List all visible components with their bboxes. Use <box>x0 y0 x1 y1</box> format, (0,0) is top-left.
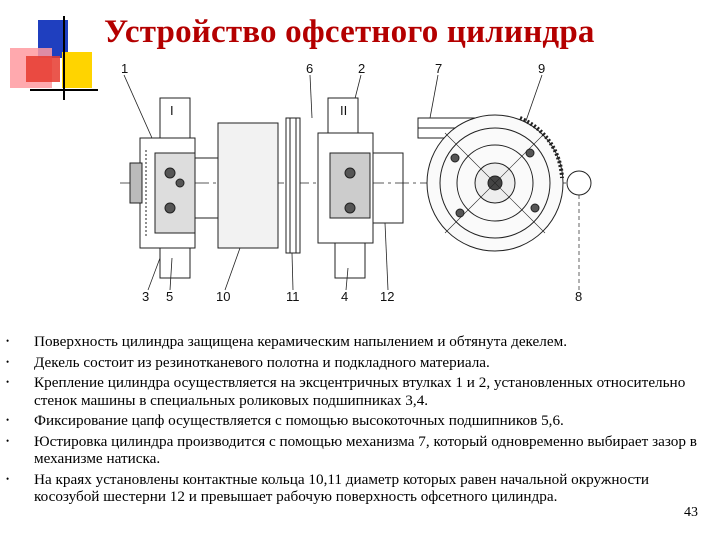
callout-11: 11 <box>286 289 300 304</box>
bullet-marker: • <box>6 377 10 387</box>
callout-2: 2 <box>358 61 366 76</box>
bullet-list: •Поверхность цилиндра защищена керамичес… <box>6 333 706 509</box>
callout-3: 3 <box>142 289 150 304</box>
label-roman-2: II <box>340 103 348 118</box>
callout-9: 9 <box>538 61 546 76</box>
callout-5: 5 <box>166 289 174 304</box>
logo-yellow-square <box>62 52 92 88</box>
bullet-marker: • <box>6 356 10 367</box>
bullet-marker: • <box>6 415 10 425</box>
page-number: 43 <box>684 505 698 520</box>
bullet-item: •На краях установлены контактные кольца … <box>6 470 650 506</box>
callout-12: 12 <box>380 289 395 304</box>
bullet-item: •Юстировка цилиндра производится с помощ… <box>6 432 697 468</box>
bullet-item: •Поверхность цилиндра защищена керамичес… <box>6 333 568 350</box>
logo-red-square <box>26 56 60 82</box>
label-roman-1: I <box>170 103 174 118</box>
slide-title: Устройство офсетного цилиндра <box>104 14 595 50</box>
bullet-item: •Крепление цилиндра осуществляется на эк… <box>6 374 686 409</box>
bullet-item: •Фиксирование цапф осуществляется с помо… <box>6 412 564 429</box>
corner-logo <box>10 16 98 100</box>
callout-1: 1 <box>121 61 129 76</box>
offset-cylinder-drawing <box>120 74 592 291</box>
callout-10: 10 <box>216 289 231 304</box>
callout-8: 8 <box>575 289 583 304</box>
bullet-marker: • <box>6 435 10 446</box>
callout-6: 6 <box>306 61 314 76</box>
callout-7: 7 <box>435 61 443 76</box>
bullet-marker: • <box>6 336 10 346</box>
bullet-marker: • <box>6 473 10 484</box>
callout-4: 4 <box>341 289 349 304</box>
bullet-item: •Декель состоит из резинотканевого полот… <box>6 353 490 371</box>
